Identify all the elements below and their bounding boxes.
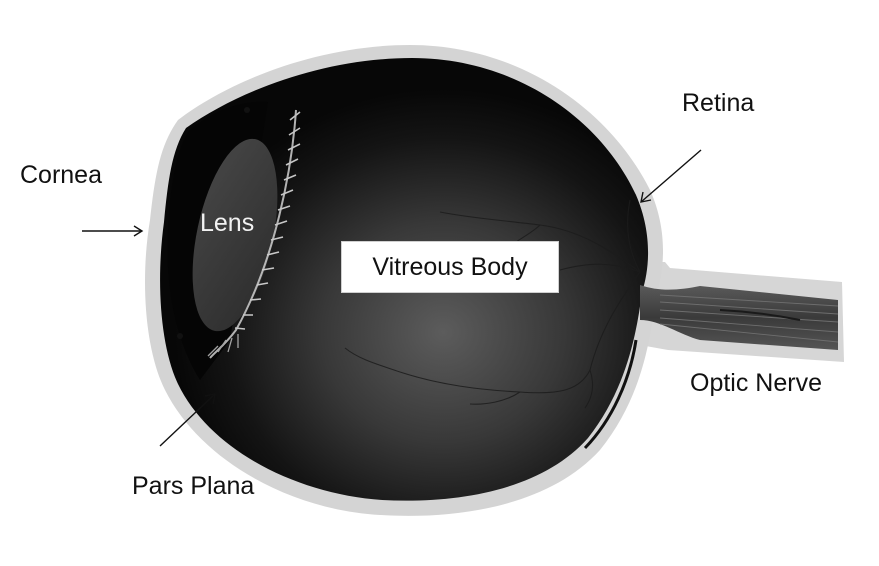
lens-label: Lens [200, 209, 255, 237]
optic-nerve-label: Optic Nerve [690, 369, 822, 397]
iris-edge-marks [177, 107, 250, 339]
lens-shape [192, 138, 278, 332]
cornea-arrow-icon [82, 225, 144, 237]
retina-arrow-icon [640, 149, 702, 203]
retinal-vessels [344, 199, 641, 409]
retina-label: Retina [682, 89, 755, 117]
optic-nerve [640, 285, 839, 350]
label-arrows [82, 149, 702, 447]
ciliary-body [207, 109, 301, 359]
sclera-edge-line [583, 339, 638, 450]
cornea-label: Cornea [20, 161, 102, 189]
vitreous-body-label: Vitreous Body [341, 241, 559, 293]
pars-plana-label: Pars Plana [132, 472, 255, 500]
pars-plana-arrow-icon [159, 393, 216, 447]
